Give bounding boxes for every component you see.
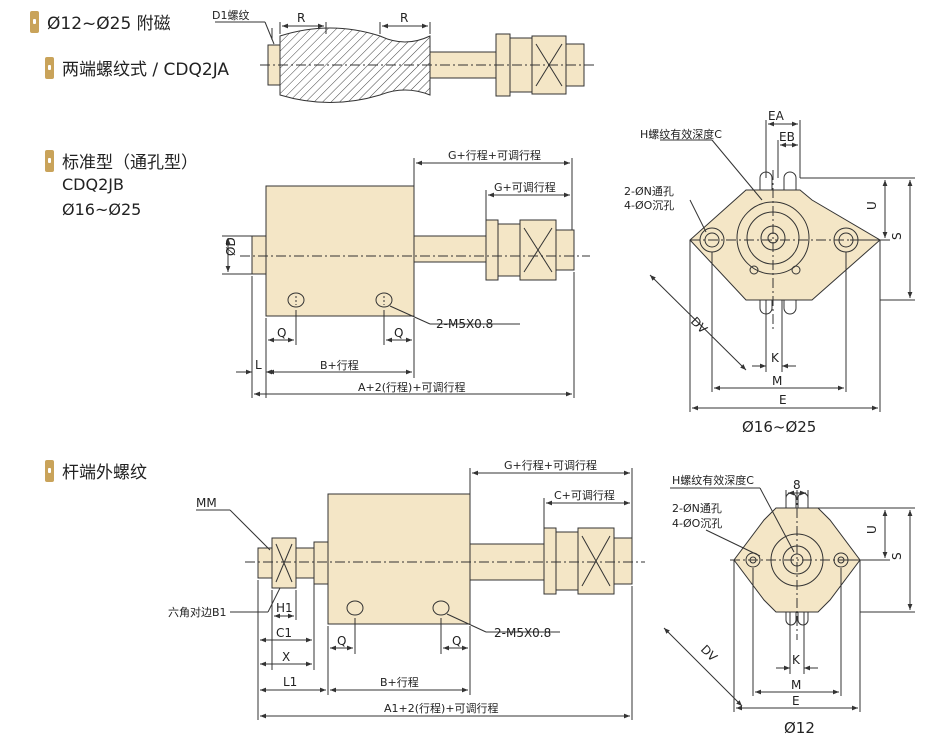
label-l1: L1: [283, 675, 297, 689]
label-s: S: [890, 232, 904, 240]
label-through-hole-2: 2-ØN通孔: [672, 502, 722, 515]
label-c1: C1: [276, 626, 292, 640]
label-dv-2: DV: [698, 642, 721, 665]
label-q-left-2: Q: [337, 634, 346, 648]
section-2-model: CDQ2JB: [62, 175, 124, 194]
label-mm: MM: [196, 496, 217, 510]
label-eight: 8: [793, 478, 801, 492]
label-g-adjust: G+可调行程: [494, 181, 556, 194]
label-counterbore-2: 4-ØO沉孔: [672, 517, 722, 530]
section-2-header: 标准型（通孔型）: [45, 148, 198, 173]
label-m: M: [772, 374, 782, 388]
label-c-adjust: C+可调行程: [554, 489, 615, 502]
label-ea: EA: [768, 109, 785, 123]
section-2-title: 标准型（通孔型）: [62, 153, 198, 173]
label-l: L: [255, 358, 262, 372]
label-od: ØD: [224, 237, 238, 256]
rod-detail-top: [215, 21, 595, 103]
label-through-hole: 2-ØN通孔: [624, 185, 674, 198]
label-e-2: E: [792, 694, 800, 708]
label-g-stroke-adjust: G+行程+可调行程: [448, 149, 541, 162]
label-eb: EB: [779, 130, 795, 144]
caption-size: Ø12: [784, 719, 815, 737]
label-e: E: [779, 393, 787, 407]
label-a1-total: A1+2(行程)+可调行程: [384, 702, 499, 715]
section-2-range: Ø16~Ø25: [62, 200, 142, 219]
label-a-total: A+2(行程)+可调行程: [358, 381, 466, 394]
label-port-2: 2-M5X0.8: [494, 626, 551, 640]
bullet-icon: [45, 149, 54, 172]
label-counterbore: 4-ØO沉孔: [624, 199, 674, 212]
main-title: Ø12~Ø25 附磁: [47, 14, 171, 34]
label-h1: H1: [276, 601, 293, 615]
label-q-left: Q: [277, 326, 286, 340]
bullet-icon: [45, 459, 54, 482]
label-s-2: S: [890, 552, 904, 560]
male-rod-side-view: [196, 468, 645, 720]
label-r-right: R: [400, 11, 408, 25]
label-u-2: U: [865, 525, 879, 534]
label-g-stroke-adjust-2: G+行程+可调行程: [504, 459, 597, 472]
section-1-header: 两端螺纹式 / CDQ2JA: [45, 55, 229, 80]
label-r-left: R: [297, 11, 305, 25]
label-b-stroke: B+行程: [320, 359, 359, 372]
label-h-thread-2: H螺纹有效深度C: [672, 473, 754, 487]
label-b-stroke-2: B+行程: [380, 676, 419, 689]
section-3-title: 杆端外螺纹: [62, 463, 147, 483]
label-m-2: M: [791, 678, 801, 692]
label-dv: DV: [688, 314, 711, 337]
section-3-header: 杆端外螺纹: [45, 458, 147, 483]
label-hex-b1: 六角对边B1: [168, 605, 227, 619]
label-q-right-2: Q: [452, 634, 461, 648]
section-1-title: 两端螺纹式 / CDQ2JA: [62, 60, 230, 80]
male-rod-front-view: [663, 487, 915, 712]
main-header: Ø12~Ø25 附磁: [30, 9, 171, 34]
cylinder-front-view: [649, 120, 915, 412]
cylinder-side-view: [222, 158, 590, 398]
label-d1-thread: D1螺纹: [212, 8, 249, 22]
label-u: U: [865, 201, 879, 210]
label-h-thread: H螺纹有效深度C: [640, 127, 722, 141]
label-port: 2-M5X0.8: [436, 317, 493, 331]
label-q-right: Q: [394, 326, 403, 340]
label-k: K: [771, 351, 780, 365]
bullet-icon: [30, 10, 39, 33]
label-x: X: [282, 650, 290, 664]
bullet-icon: [45, 56, 54, 79]
caption-range: Ø16~Ø25: [742, 418, 816, 436]
label-k-2: K: [792, 653, 801, 667]
